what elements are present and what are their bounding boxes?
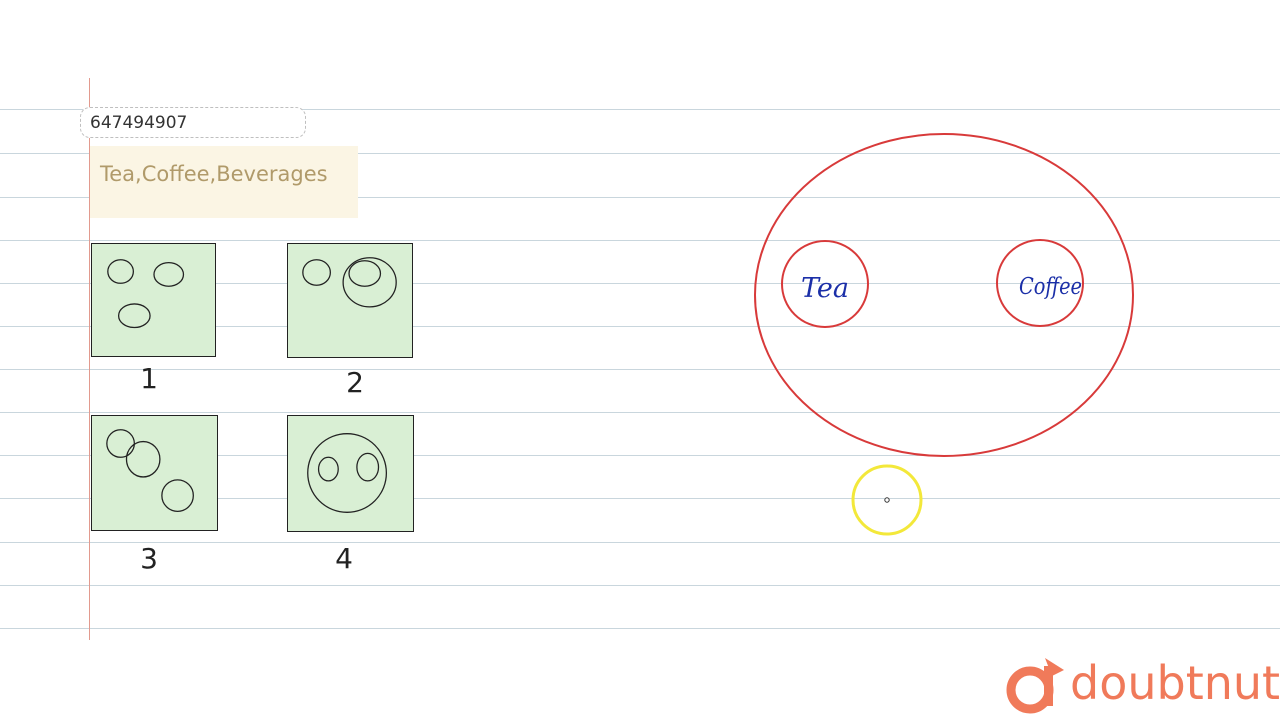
margin-line (89, 78, 90, 640)
doubtnut-logo-icon (1006, 658, 1064, 714)
ruled-line (0, 542, 1280, 543)
ruled-line (0, 326, 1280, 327)
ruled-line (0, 240, 1280, 241)
option-2-label: 2 (346, 366, 364, 399)
cursor-highlight (851, 464, 923, 536)
option-3-diagram[interactable] (91, 415, 218, 531)
ruled-line (0, 369, 1280, 370)
ruled-line (0, 109, 1280, 110)
beverages-circle (754, 133, 1134, 457)
option-3-circles (106, 429, 194, 512)
ruled-line (0, 585, 1280, 586)
option-2-circles (302, 257, 397, 308)
option-4-circles (307, 433, 388, 513)
tea-label: Tea (801, 273, 849, 304)
ruled-line (0, 498, 1280, 499)
option-1-diagram[interactable] (91, 243, 216, 357)
doubtnut-logo[interactable]: doubtnut (1004, 652, 1280, 714)
ruled-line (0, 153, 1280, 154)
option-3-label: 3 (140, 542, 158, 575)
question-text: Tea,Coffee,Beverages (90, 146, 358, 218)
question-id: 647494907 (80, 107, 306, 138)
option-2-diagram[interactable] (287, 243, 413, 358)
option-1-circles (107, 259, 185, 329)
doubtnut-logo-text: doubtnut (1070, 656, 1280, 710)
ruled-line (0, 412, 1280, 413)
option-4-label: 4 (335, 542, 353, 575)
tea-circle (781, 240, 869, 328)
coffee-label: Coffee (1019, 274, 1082, 300)
ruled-line (0, 455, 1280, 456)
option-4-diagram[interactable] (287, 415, 414, 532)
option-1-label: 1 (140, 362, 158, 395)
ruled-line (0, 628, 1280, 629)
ruled-line (0, 283, 1280, 284)
ruled-line (0, 197, 1280, 198)
